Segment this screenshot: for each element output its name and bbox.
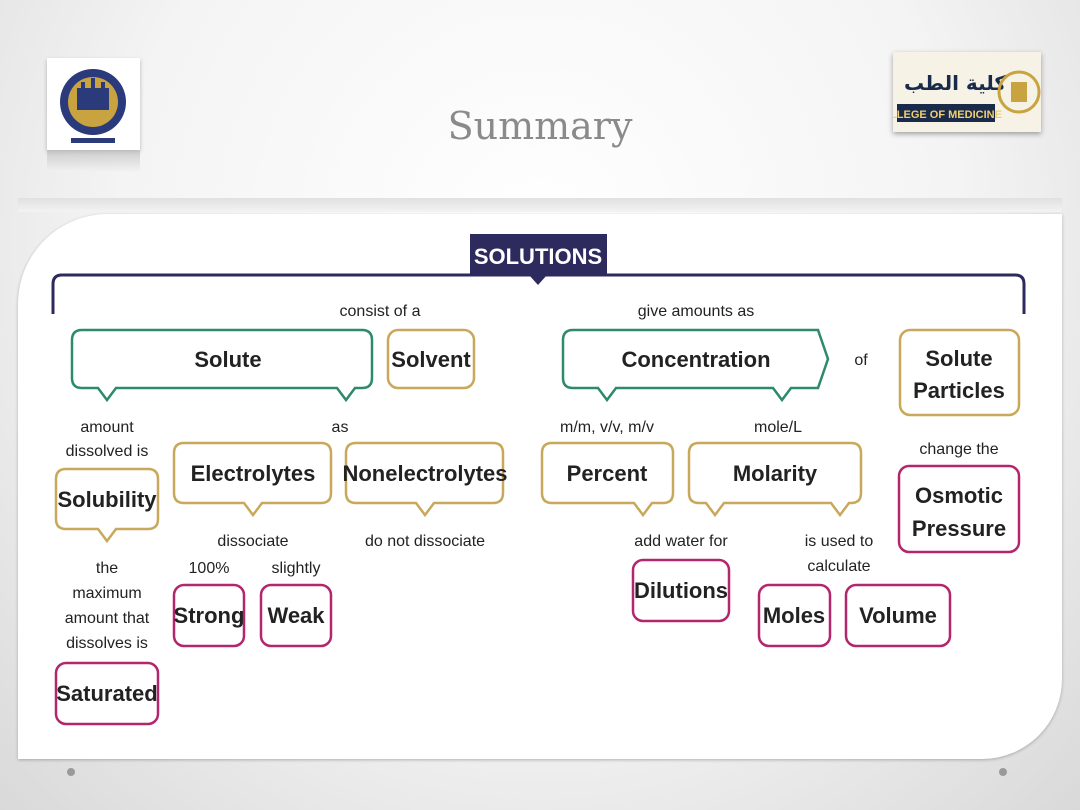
node-solubility (54, 467, 160, 544)
footer-dot-right (999, 768, 1007, 776)
node-concentration (561, 328, 830, 403)
node-nonelectrolytes-label: Nonelectrolytes (342, 461, 507, 486)
logo-reflection (47, 150, 140, 172)
node-strong (172, 583, 246, 648)
label-consist-of-a: consist of a (340, 303, 421, 320)
node-solute-particles (898, 328, 1021, 417)
node-percent (540, 441, 675, 518)
university-seal-icon (60, 69, 126, 143)
label-add-water-for: add water for (634, 533, 728, 550)
node-solute-particles-line1: Solute (925, 346, 992, 371)
college-seal-icon (997, 70, 1041, 114)
label-give-amounts-as: give amounts as (638, 303, 755, 320)
label-dissolves-is: dissolves is (66, 635, 148, 652)
node-molarity (687, 441, 863, 518)
node-weak (259, 583, 333, 648)
root-node-solutions: SOLUTIONS (474, 244, 602, 269)
node-strong-label: Strong (174, 603, 245, 628)
node-dilutions-label: Dilutions (634, 578, 728, 603)
node-molarity-label: Molarity (733, 461, 818, 486)
label-is-used-to: is used to (805, 533, 874, 550)
college-logo-arabic: كلية الطب (904, 71, 1006, 95)
node-moles-label: Moles (763, 603, 825, 628)
label-calculate: calculate (807, 558, 870, 575)
node-solute (70, 328, 374, 403)
label-amount: amount (80, 419, 134, 436)
node-solute-particles-line2: Particles (913, 378, 1005, 403)
node-volume-label: Volume (859, 603, 937, 628)
label-mmvv: m/m, v/v, m/v (560, 419, 654, 436)
label-do-not-dissociate: do not dissociate (365, 533, 485, 550)
label-maximum: maximum (72, 585, 141, 602)
college-logo-english: LLEGE OF MEDICINE (893, 109, 1002, 121)
label-amount-that: amount that (65, 610, 150, 627)
label-dissolved-is: dissolved is (66, 443, 149, 460)
node-osmotic-pressure-line2: Pressure (912, 516, 1006, 541)
label-as: as (332, 419, 349, 436)
node-saturated-label: Saturated (56, 681, 157, 706)
node-concentration-label: Concentration (621, 347, 770, 372)
node-dilutions (631, 558, 731, 623)
college-of-medicine-logo: كلية الطب LLEGE OF MEDICINE (890, 52, 1041, 132)
node-nonelectrolytes (344, 441, 505, 518)
node-electrolytes-label: Electrolytes (191, 461, 316, 486)
root-node-box (470, 234, 607, 276)
node-solvent (386, 328, 476, 390)
label-the: the (96, 560, 118, 577)
header-band (18, 198, 1062, 212)
label-mole-l: mole/L (754, 419, 802, 436)
label-of: of (854, 352, 868, 369)
slide-title: Summary (447, 104, 633, 148)
node-electrolytes (172, 441, 333, 518)
footer-dot-left (67, 768, 75, 776)
node-solvent-label: Solvent (391, 347, 471, 372)
node-weak-label: Weak (267, 603, 325, 628)
node-percent-label: Percent (567, 461, 648, 486)
node-saturated (54, 661, 160, 726)
label-slightly: slightly (272, 560, 321, 577)
node-solute-label: Solute (194, 347, 261, 372)
node-osmotic-pressure (897, 464, 1021, 554)
node-volume (844, 583, 952, 648)
node-moles (757, 583, 832, 648)
label-change-the: change the (919, 441, 998, 458)
university-logo (47, 58, 140, 150)
node-osmotic-pressure-line1: Osmotic (915, 483, 1003, 508)
node-solubility-label: Solubility (58, 487, 158, 512)
label-100-percent: 100% (189, 560, 230, 577)
label-dissociate: dissociate (217, 533, 288, 550)
